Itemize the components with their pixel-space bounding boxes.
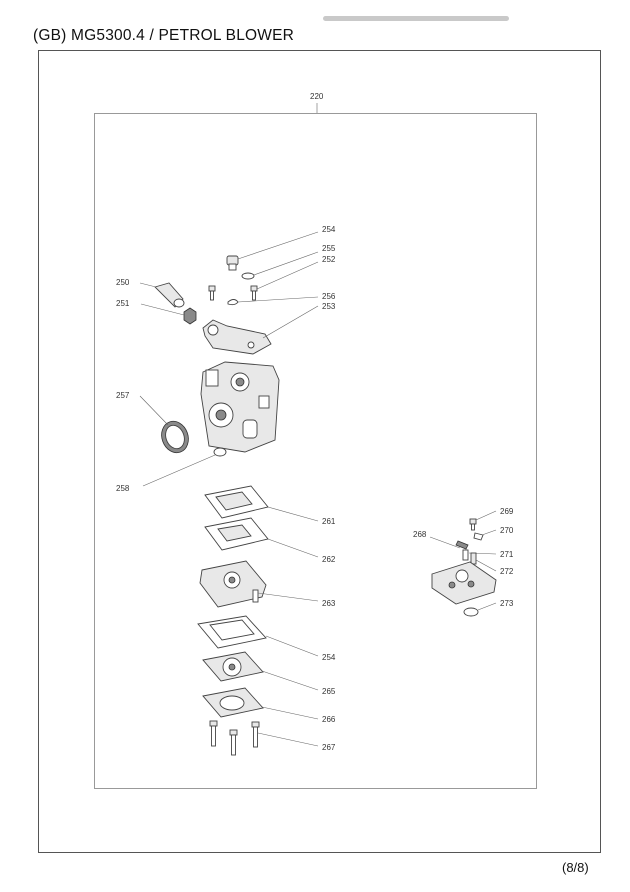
callout-270: 270 <box>500 526 514 535</box>
part-270-lever <box>473 532 484 541</box>
part-254-plug <box>226 255 239 271</box>
callout-265: 265 <box>322 687 336 696</box>
part-273-oring <box>463 607 479 617</box>
part-266-cover <box>202 687 264 718</box>
part-269-screw <box>469 518 477 531</box>
callout-252: 252 <box>322 255 336 264</box>
part-261-gasket <box>204 485 269 519</box>
callout-255: 255 <box>322 244 336 253</box>
callout-250: 250 <box>116 278 130 287</box>
part-256-clip <box>227 299 239 306</box>
callout-253: 253 <box>322 302 336 311</box>
part-254-gasket <box>197 615 267 649</box>
callout-258: 258 <box>116 484 130 493</box>
callout-262: 262 <box>322 555 336 564</box>
callout-268: 268 <box>413 530 427 539</box>
callout-254-gasket: 254 <box>322 653 336 662</box>
part-271-spring <box>462 549 469 561</box>
callout-257: 257 <box>116 391 130 400</box>
callout-267: 267 <box>322 743 336 752</box>
callout-269: 269 <box>500 507 514 516</box>
part-255-washer <box>241 272 255 280</box>
callout-271: 271 <box>500 550 514 559</box>
part-272-pin <box>470 552 477 565</box>
callout-251: 251 <box>116 299 130 308</box>
part-267-screws <box>209 720 260 756</box>
page-title: (GB) MG5300.4 / PETROL BLOWER <box>33 27 295 44</box>
page-frame <box>38 50 601 853</box>
part-251-nut <box>183 307 197 325</box>
part-252-screws <box>208 285 258 301</box>
callout-256: 256 <box>322 292 336 301</box>
part-268-needle <box>455 540 469 550</box>
part-258-oring <box>213 447 227 457</box>
callout-263: 263 <box>322 599 336 608</box>
diagram-frame <box>94 113 537 789</box>
callout-261: 261 <box>322 517 336 526</box>
part-carburetor-body <box>200 361 280 453</box>
page-number: (8/8) <box>562 860 589 875</box>
part-253-bracket <box>202 319 272 355</box>
part-263-pump-cover <box>199 560 267 608</box>
callout-266: 266 <box>322 715 336 724</box>
callout-254: 254 <box>322 225 336 234</box>
callout-220: 220 <box>310 92 324 101</box>
part-250-nozzle <box>154 282 185 308</box>
redacted-bar <box>323 16 509 21</box>
callout-272: 272 <box>500 567 514 576</box>
callout-273: 273 <box>500 599 514 608</box>
part-262-diaphragm <box>204 517 269 551</box>
part-metering-cover <box>431 561 497 605</box>
part-265-diaphragm <box>202 651 264 682</box>
